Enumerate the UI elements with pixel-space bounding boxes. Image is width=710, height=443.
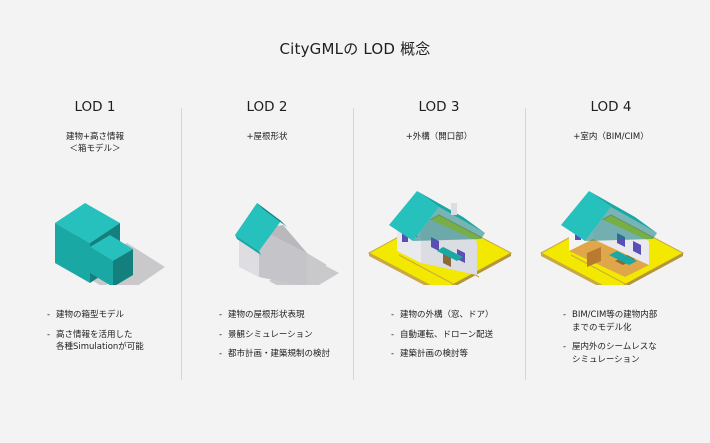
lod-subtitle: +屋根形状 bbox=[246, 132, 288, 142]
box-top bbox=[55, 203, 120, 243]
roof-ridge-side bbox=[257, 203, 287, 227]
bullet-item: 建物の箱型モデル bbox=[47, 309, 179, 322]
chimney bbox=[451, 203, 457, 215]
house-side-wall bbox=[259, 229, 307, 285]
roof-front bbox=[235, 203, 281, 251]
lod-subtitle: 建物+高さ情報 ＜箱モデル＞ bbox=[65, 132, 125, 154]
interior-stairs bbox=[587, 247, 601, 267]
roof-edge bbox=[235, 235, 261, 255]
column-divider bbox=[353, 108, 354, 380]
path-line bbox=[398, 254, 457, 285]
lod-bullets: 建物の屋根形状表現 景観シミュレーション 都市計画・建築規制の検討 bbox=[219, 309, 351, 368]
column-divider bbox=[181, 108, 182, 380]
lod-column-4: LOD 4 +室内（BIM/CIM） BIM/CIM等の建物内部 までのモデル化… bbox=[525, 95, 697, 380]
column-divider bbox=[525, 108, 526, 380]
bullet-item: 建築計画の検討等 bbox=[391, 348, 523, 361]
porch-roof bbox=[609, 251, 637, 265]
lod-bullets: BIM/CIM等の建物内部 までのモデル化 屋内外のシームレスな シミュレーショ… bbox=[563, 309, 695, 373]
bullet-item: 自動運転、ドローン配送 bbox=[391, 329, 523, 342]
lod-column-2: LOD 2 +屋根形状 建物の屋根形状表現 景観シミュレーション 都市計画・建築… bbox=[181, 95, 353, 380]
step-front bbox=[90, 247, 113, 285]
box-model-illustration bbox=[55, 203, 165, 285]
box-front bbox=[55, 223, 90, 283]
lod-subtitle: +室内（BIM/CIM） bbox=[573, 132, 649, 142]
lod-name: LOD 4 bbox=[590, 99, 632, 115]
lod-name: LOD 3 bbox=[418, 99, 460, 115]
bullet-item: 景観シミュレーション bbox=[219, 329, 351, 342]
bullet-item: BIM/CIM等の建物内部 までのモデル化 bbox=[563, 309, 695, 334]
bullet-item: 都市計画・建築規制の検討 bbox=[219, 348, 351, 361]
interior-model-illustration bbox=[539, 191, 685, 285]
roof-eave bbox=[413, 207, 485, 241]
roof-side bbox=[589, 191, 657, 233]
window bbox=[431, 237, 439, 251]
roof-front bbox=[561, 191, 611, 241]
step-top bbox=[90, 235, 133, 261]
roof-eave bbox=[585, 207, 657, 241]
exterior-model-illustration bbox=[367, 191, 513, 285]
lod-name: LOD 2 bbox=[246, 99, 288, 115]
bullet-item: 高さ情報を活用した 各種Simulationが可能 bbox=[47, 329, 179, 354]
bullet-item: 屋内外のシームレスな シミュレーション bbox=[563, 341, 695, 366]
path-line bbox=[570, 254, 629, 285]
window bbox=[402, 233, 408, 242]
lod-column-3: LOD 3 +外構（開口部） 建物の外構（窓、ドア） 自動運転、ドローン配送 建… bbox=[353, 95, 525, 380]
window bbox=[633, 241, 641, 255]
roof-model-illustration bbox=[235, 203, 339, 285]
lod-column-1: LOD 1 建物+高さ情報 ＜箱モデル＞ 建物の箱型モデル 高さ情報を活用した … bbox=[9, 95, 181, 380]
roof-front bbox=[389, 191, 439, 241]
lod-bullets: 建物の箱型モデル 高さ情報を活用した 各種Simulationが可能 bbox=[47, 309, 179, 361]
bullet-item: 建物の外構（窓、ドア） bbox=[391, 309, 523, 322]
porch-roof bbox=[437, 247, 463, 261]
lod-subtitle: +外構（開口部） bbox=[405, 132, 473, 142]
bullet-item: 建物の屋根形状表現 bbox=[219, 309, 351, 322]
page-title: CityGMLの LOD 概念 bbox=[279, 40, 431, 58]
interior-floor bbox=[569, 239, 649, 277]
lod-name: LOD 1 bbox=[74, 99, 116, 115]
ground-edge-right bbox=[624, 253, 683, 285]
step-side bbox=[113, 249, 133, 285]
lod-bullets: 建物の外構（窓、ドア） 自動運転、ドローン配送 建築計画の検討等 bbox=[391, 309, 523, 368]
